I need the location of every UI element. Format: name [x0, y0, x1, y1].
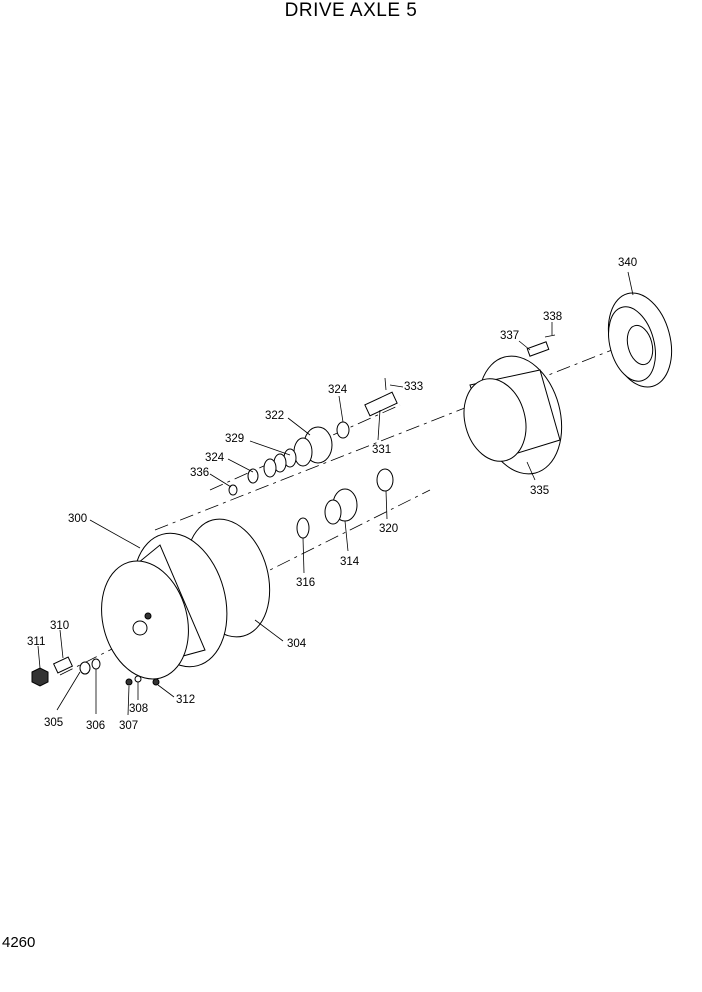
label-331: 331	[372, 444, 391, 456]
label-333: 333	[404, 381, 423, 393]
label-340: 336	[190, 467, 209, 479]
ring-340	[228, 484, 238, 496]
label-338: 338	[543, 311, 562, 323]
label-305: 305	[44, 717, 63, 729]
mid-axis-line	[209, 404, 401, 491]
label-322: 322	[265, 410, 284, 422]
label-320: 320	[379, 523, 398, 535]
planet-carrier-300	[101, 532, 228, 680]
label-336: 340	[618, 257, 637, 269]
label-329: 329	[225, 433, 244, 445]
label-337: 337	[500, 330, 519, 342]
label-310: 310	[50, 620, 69, 632]
ring-306	[91, 658, 101, 670]
bolt-338	[544, 334, 556, 338]
page-title: DRIVE AXLE 5	[284, 0, 418, 21]
label-306: 306	[86, 720, 105, 732]
shaft-331	[364, 391, 398, 417]
pin-333	[384, 377, 387, 391]
needle-bearing-329	[263, 448, 297, 478]
label-308: 308	[129, 703, 148, 715]
ring-316	[296, 517, 310, 539]
label-316: 316	[296, 577, 315, 589]
plug-310	[52, 656, 74, 674]
label-314: 314	[340, 556, 360, 568]
label-300: 300	[68, 513, 87, 525]
sun-gear-314	[324, 488, 358, 525]
label-312: 312	[176, 694, 195, 706]
washer-324-upper	[336, 421, 350, 439]
lower-axis-line	[59, 489, 431, 676]
upper-axis-line	[154, 334, 651, 531]
label-304: 304	[287, 638, 307, 650]
ring-gear-335	[463, 355, 563, 475]
planet-gear-322	[293, 426, 333, 467]
label-324-upper: 324	[328, 384, 348, 396]
snap-ring-320	[376, 468, 394, 492]
washer-305	[79, 661, 91, 675]
washer-324-lower	[247, 468, 259, 484]
label-324-lower: 324	[205, 452, 225, 464]
washer-308	[134, 675, 142, 683]
label-335: 335	[530, 485, 549, 497]
hub-336	[607, 292, 673, 388]
label-311: 311	[27, 636, 45, 648]
plate-337	[526, 341, 550, 357]
bolt-307	[125, 678, 133, 686]
page-number: 4260	[2, 934, 36, 951]
label-307: 307	[119, 720, 138, 732]
nut-311	[31, 667, 49, 687]
bolt-312	[152, 678, 160, 686]
